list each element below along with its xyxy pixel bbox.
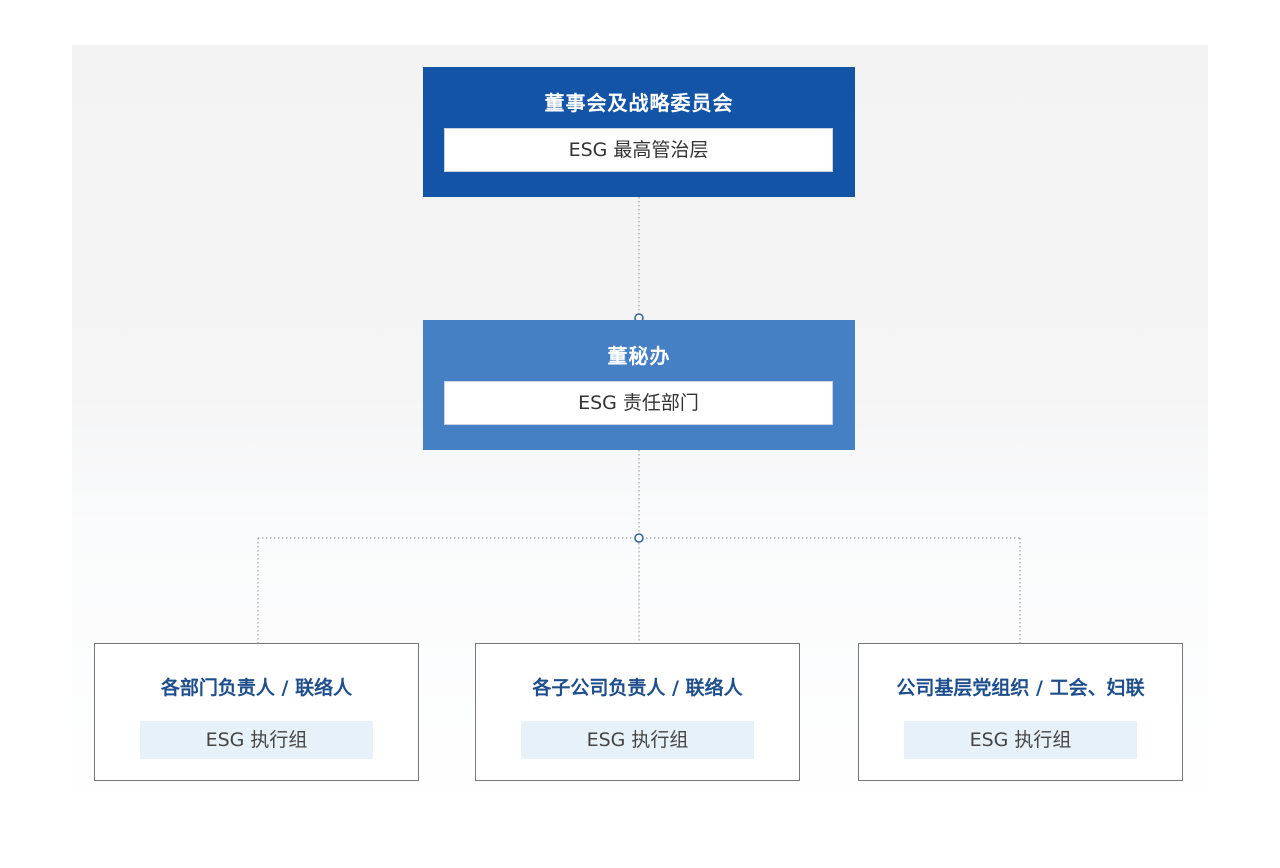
node-department-heads-title: 各部门负责人 / 联络人: [160, 677, 353, 699]
node-party-union-label: ESG 执行组: [904, 721, 1137, 759]
node-secretary-office-label: ESG 责任部门: [444, 381, 833, 425]
node-department-heads: 各部门负责人 / 联络人 ESG 执行组: [94, 643, 419, 781]
node-subsidiary-heads-label: ESG 执行组: [521, 721, 754, 759]
node-party-union: 公司基层党组织 / 工会、妇联 ESG 执行组: [858, 643, 1183, 781]
node-secretary-office: 董秘办 ESG 责任部门: [423, 320, 855, 450]
node-subsidiary-heads: 各子公司负责人 / 联络人 ESG 执行组: [475, 643, 800, 781]
node-board-committee-title: 董事会及战略委员会: [544, 91, 734, 115]
node-department-heads-label: ESG 执行组: [140, 721, 373, 759]
node-board-committee: 董事会及战略委员会 ESG 最高管治层: [423, 67, 855, 197]
node-secretary-office-title: 董秘办: [607, 344, 671, 368]
node-party-union-title: 公司基层党组织 / 工会、妇联: [896, 677, 1145, 699]
node-subsidiary-heads-title: 各子公司负责人 / 联络人: [532, 677, 743, 699]
node-board-committee-label: ESG 最高管治层: [444, 128, 833, 172]
